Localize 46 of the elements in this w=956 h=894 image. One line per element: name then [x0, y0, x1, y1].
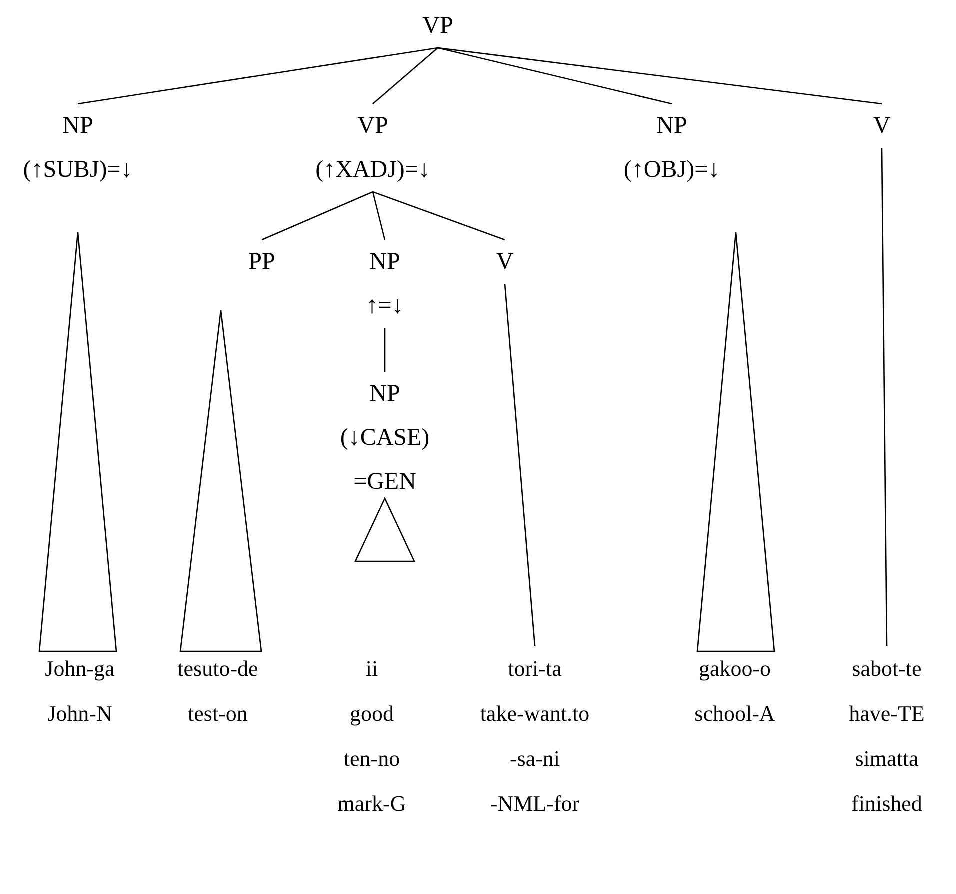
japanese-word: ii: [366, 655, 378, 683]
japanese-word: ten-no: [344, 745, 400, 773]
annotation-text: (↑SUBJ)=↓: [23, 156, 133, 185]
category-label: VP: [422, 12, 454, 41]
gloss-text: have-TE: [849, 700, 925, 728]
gloss-text: school-A: [694, 700, 776, 728]
japanese-word: gakoo-o: [698, 655, 772, 683]
triangle-outline: [180, 310, 262, 652]
tree-branch: [372, 48, 438, 104]
category-label: VP: [358, 112, 388, 141]
category-label: NP: [656, 112, 688, 141]
tree-branch: [881, 148, 888, 646]
tree-branch: [384, 328, 386, 372]
gloss-text: finished: [852, 790, 922, 818]
tree-branch: [372, 192, 386, 240]
category-label: NP: [370, 248, 400, 277]
annotation-text: (↑XADJ)=↓: [316, 156, 430, 185]
japanese-word: tori-ta: [508, 655, 562, 683]
gloss-text: John-N: [48, 700, 112, 728]
triangle-outline: [355, 498, 415, 562]
annotation-text: (↓CASE) =GEN: [339, 424, 431, 497]
tree-branch: [504, 284, 536, 646]
japanese-word: tesuto-de: [178, 655, 258, 683]
category-label: NP: [370, 380, 400, 409]
gloss-text: mark-G: [338, 790, 406, 818]
triangle-outline: [39, 232, 117, 652]
annotation-text: ↑=↓: [366, 292, 404, 321]
japanese-word: simatta: [855, 745, 919, 773]
category-label: PP: [248, 248, 276, 277]
tree-branch: [78, 47, 438, 105]
tree-branch: [438, 47, 882, 105]
tree-branch: [262, 191, 374, 241]
japanese-word: John-ga: [45, 655, 115, 683]
japanese-word: sabot-te: [852, 655, 922, 683]
gloss-text: test-on: [188, 700, 248, 728]
category-label: NP: [62, 112, 94, 141]
gloss-text: -NML-for: [490, 790, 580, 818]
gloss-text: good: [350, 700, 394, 728]
gloss-text: take-want.to: [480, 700, 590, 728]
tree-branch: [438, 47, 672, 105]
triangle-outline: [697, 232, 775, 652]
japanese-word: -sa-ni: [510, 745, 560, 773]
category-label: V: [873, 112, 891, 141]
tree-branch: [372, 191, 506, 241]
category-label: V: [496, 248, 514, 277]
annotation-text: (↑OBJ)=↓: [624, 156, 720, 185]
